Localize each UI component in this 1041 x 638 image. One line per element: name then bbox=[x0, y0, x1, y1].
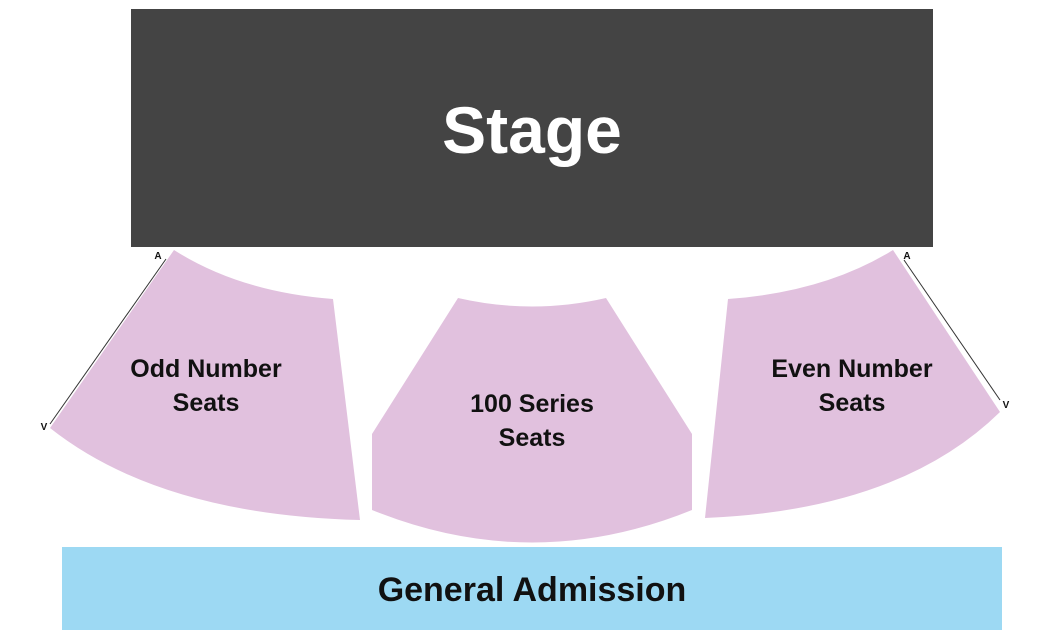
row-start-label: A bbox=[154, 251, 161, 262]
section-shape[interactable] bbox=[705, 250, 1000, 518]
section-label-line1: Even Number bbox=[771, 355, 932, 383]
row-start-label: A bbox=[903, 251, 910, 262]
section-shape[interactable] bbox=[372, 298, 692, 543]
section-odd-number-seats[interactable]: A V Odd Number Seats bbox=[41, 250, 360, 520]
section-shape[interactable] bbox=[50, 250, 360, 520]
section-100-series-seats[interactable]: 100 Series Seats bbox=[372, 298, 692, 543]
row-range-line bbox=[49, 258, 167, 425]
section-label-line1: Odd Number bbox=[130, 355, 282, 383]
stage-label: Stage bbox=[442, 93, 622, 167]
general-admission-label: General Admission bbox=[378, 571, 687, 609]
stage[interactable]: Stage bbox=[131, 9, 933, 247]
row-range-line bbox=[903, 259, 1001, 401]
section-label-line2: Seats bbox=[819, 389, 886, 417]
stage-block[interactable] bbox=[131, 9, 933, 247]
section-label-line1: 100 Series bbox=[470, 390, 594, 418]
row-end-label: V bbox=[1003, 400, 1010, 411]
section-label-line2: Seats bbox=[173, 389, 240, 417]
general-admission-block[interactable] bbox=[62, 547, 1002, 630]
row-end-label: V bbox=[41, 422, 48, 433]
section-general-admission[interactable]: General Admission bbox=[62, 547, 1002, 630]
section-label-line2: Seats bbox=[499, 424, 566, 452]
section-even-number-seats[interactable]: A V Even Number Seats bbox=[705, 250, 1010, 518]
